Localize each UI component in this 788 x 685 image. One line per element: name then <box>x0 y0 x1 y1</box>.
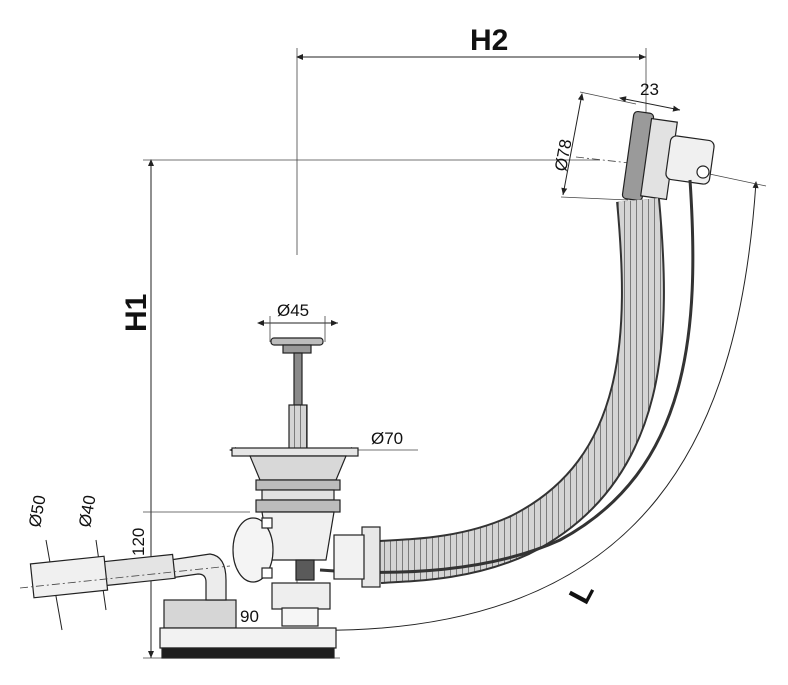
drain-nut-1 <box>255 479 341 491</box>
dia78-ext-top <box>579 91 637 105</box>
outlet-nut <box>163 599 237 629</box>
plug-spring <box>288 404 308 450</box>
label-dia78: Ø78 <box>551 138 575 173</box>
trap-screw-1 <box>261 517 273 529</box>
cable-clamp <box>295 559 315 581</box>
outlet-pipe-outer <box>29 555 109 599</box>
hose-adapter <box>333 534 365 580</box>
waste-outlet <box>19 553 337 659</box>
overflow-cable-port <box>696 165 710 179</box>
label-dia70: Ø70 <box>371 429 403 448</box>
drain-nut-2 <box>261 489 335 501</box>
drain-body <box>231 447 359 627</box>
plug-cap <box>270 337 324 346</box>
hose-outline <box>378 197 665 584</box>
l-top-extension <box>699 171 767 187</box>
trap-screw-2 <box>261 567 273 579</box>
dim-23-line <box>619 96 681 112</box>
overflow-head <box>621 110 715 202</box>
hose-nut <box>361 526 381 588</box>
hose-ribs <box>379 198 663 582</box>
hose-connector <box>333 526 381 588</box>
drain-collar <box>249 455 347 481</box>
label-dia50: Ø50 <box>25 494 49 529</box>
bowden-cable <box>319 179 695 574</box>
label-dia40: Ø40 <box>75 494 99 529</box>
trap-dome <box>232 517 274 583</box>
plug-rod <box>293 352 303 406</box>
trap-outlet-pipe <box>281 607 319 627</box>
overflow-hose <box>319 179 695 584</box>
plug-stem-top <box>282 344 312 354</box>
label-l: L <box>563 578 601 610</box>
label-120: 120 <box>129 528 148 556</box>
dia78-dimension-line <box>561 93 584 196</box>
drain-nut-3 <box>255 499 341 513</box>
label-23: 23 <box>640 80 659 99</box>
trap-base-seal <box>161 647 335 659</box>
label-dia45: Ø45 <box>277 301 309 320</box>
label-h1: H1 <box>120 294 153 332</box>
outlet-pipe-inner <box>102 553 176 587</box>
dia78-ext-bottom <box>560 196 629 201</box>
label-90: 90 <box>240 607 259 626</box>
overflow-connector <box>665 135 715 185</box>
trap-base <box>159 627 337 649</box>
l-dimension-curve <box>299 181 759 631</box>
trap-outlet-nut <box>271 582 331 610</box>
outlet-center-line <box>19 565 231 589</box>
drain-flange <box>231 447 359 457</box>
popup-plug <box>270 337 324 450</box>
outlet-elbow <box>169 553 227 601</box>
label-h2: H2 <box>470 24 508 57</box>
